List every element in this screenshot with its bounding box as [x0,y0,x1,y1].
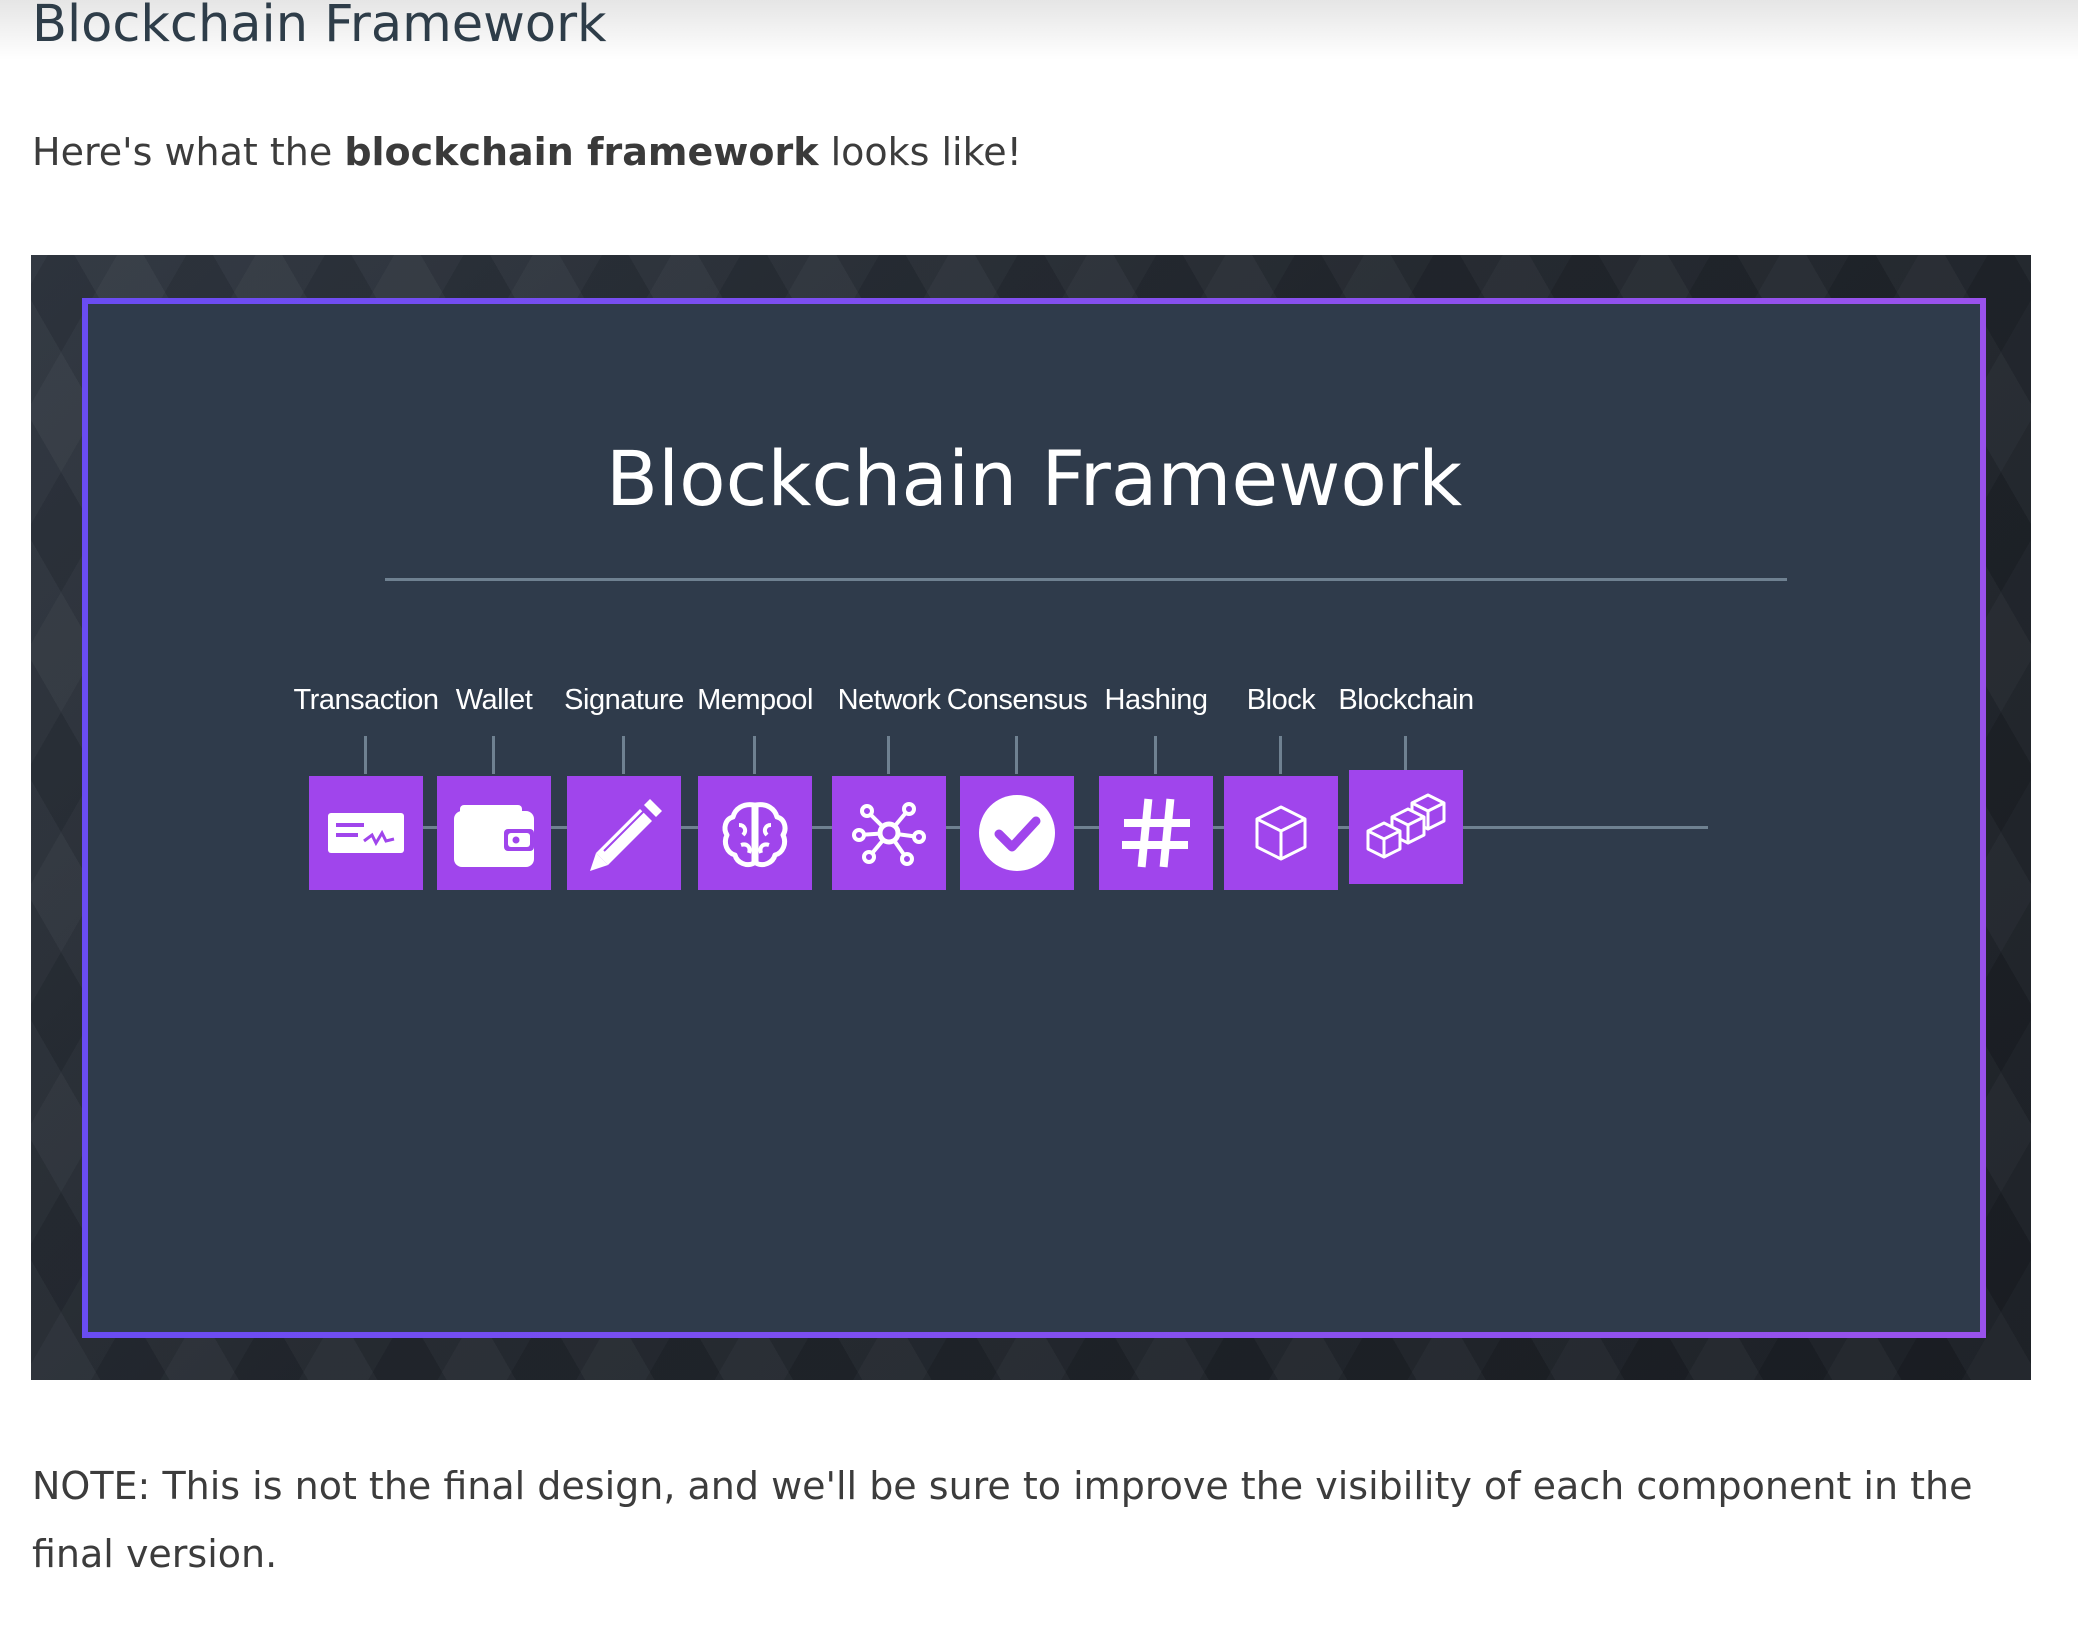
step-block: Block [1181,684,1381,904]
step-tile [1224,776,1338,890]
step-tile [567,776,681,890]
network-nodes-icon [852,802,926,866]
step-stem [364,736,367,774]
step-signature: Signature [524,684,724,904]
hashtag-icon [1122,798,1190,868]
step-hashing: Hashing [1056,684,1256,904]
step-tile [832,776,946,890]
pencil-icon [590,799,662,871]
step-label: Blockchain [1338,684,1474,716]
top-shadow [0,0,2078,60]
title-divider [385,578,1787,581]
step-label: Consensus [946,684,1088,716]
step-stem [1015,736,1018,774]
step-tile [698,776,812,890]
cubes-icon [1366,793,1446,859]
step-stem [887,736,890,774]
step-stem [1154,736,1157,774]
step-blockchain: Blockchain [1306,684,1506,904]
framework-chain: Transaction Wallet [88,304,1980,1332]
step-label: Hashing [1104,684,1208,716]
note-paragraph: NOTE: This is not the final design, and … [32,1464,1973,1576]
step-label: Transaction [293,684,439,716]
step-stem [622,736,625,774]
intro-text-start: Here's what the [32,130,345,174]
step-tile [1349,770,1463,884]
wallet-icon [454,805,534,867]
step-consensus: Consensus [917,684,1117,904]
step-network: Network [789,684,989,904]
page-title: Blockchain Framework [32,0,607,54]
check-circle-icon [979,795,1055,871]
step-stem [1279,736,1282,774]
step-tile [437,776,551,890]
intro-emphasis: blockchain framework [344,130,819,174]
cube-icon [1255,805,1307,861]
step-tile [309,776,423,890]
framework-figure: Blockchain Framework Transaction [31,255,2031,1380]
step-label: Block [1246,684,1316,716]
step-stem [492,736,495,774]
intro-text-end: looks like! [818,130,1022,174]
step-transaction: Transaction [266,684,466,904]
step-label: Signature [564,684,684,716]
framework-slide: Blockchain Framework Transaction [82,298,1986,1338]
step-mempool: Mempool [655,684,855,904]
step-tile [1099,776,1213,890]
step-label: Network [837,684,941,716]
step-stem [753,736,756,774]
step-tile [960,776,1074,890]
slide-title: Blockchain Framework [605,434,1463,523]
brain-icon [722,802,788,868]
step-wallet: Wallet [394,684,594,904]
step-label: Wallet [455,684,533,716]
step-label: Mempool [697,684,813,716]
intro-paragraph: Here's what the blockchain framework loo… [32,130,1022,174]
step-stem [1404,736,1407,774]
check-payment-icon [328,813,404,853]
